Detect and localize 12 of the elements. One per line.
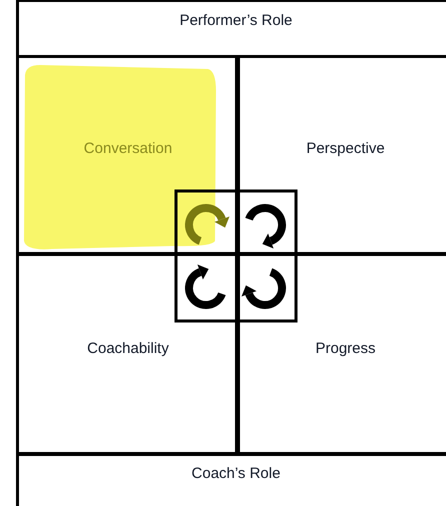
quadrant-box [235, 252, 446, 456]
quadrant-box [16, 252, 240, 456]
quadrant-label: Coach’s Role [192, 465, 280, 482]
quadrant-label: Coachability [87, 340, 169, 357]
quadrant-box [16, 55, 240, 256]
quadrant-label: Performer’s Role [180, 12, 292, 29]
quadrant-label: Perspective [306, 140, 385, 157]
quadrant-label: Conversation [84, 140, 172, 157]
quadrant-box [235, 55, 446, 256]
quadrant-label: Progress [315, 340, 376, 357]
role-band [16, 0, 446, 58]
role-band [16, 452, 446, 506]
